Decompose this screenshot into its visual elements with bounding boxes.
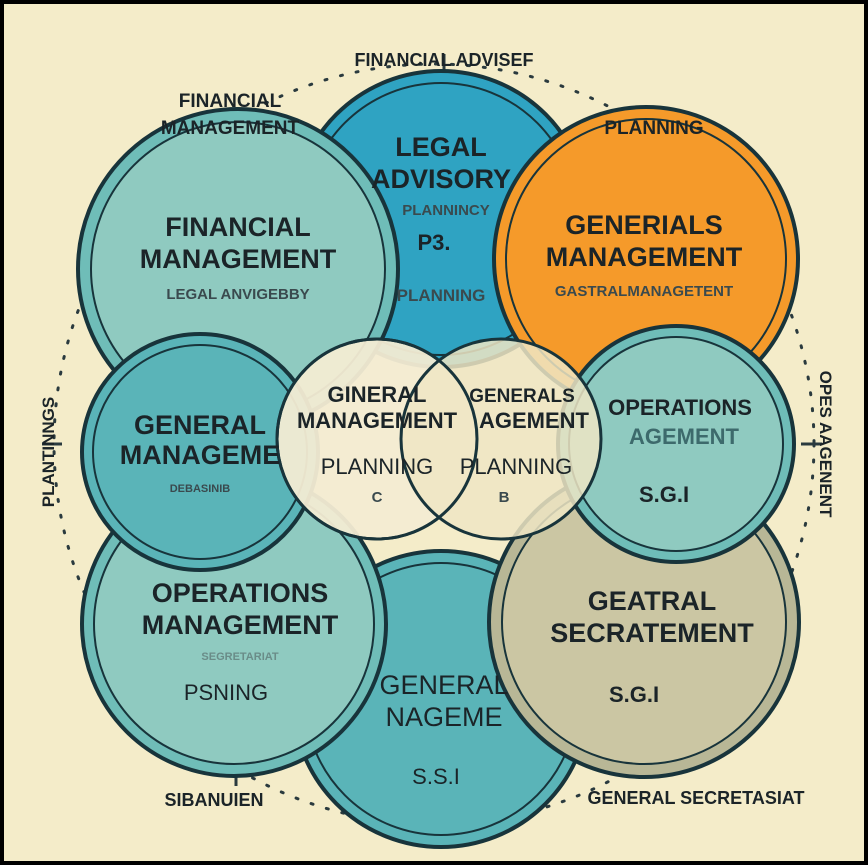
- general-left-title-1: GENERAL: [134, 410, 266, 440]
- center-right-sub-1: PLANNING: [460, 454, 572, 479]
- center-right-title-2: AGEMENT: [479, 408, 590, 433]
- outer-label-top-right: PLANNING: [604, 118, 703, 139]
- financial-title-1: FINANCIAL: [165, 212, 310, 242]
- generals-sub-1: GASTRALMANAGETENT: [555, 283, 733, 300]
- operations-left-sub-1: SEGRETARIAT: [201, 651, 278, 663]
- general-bottom-title-2: NAGEME: [385, 702, 502, 732]
- center-right-sub-2: B: [499, 489, 510, 506]
- circle-general-left: [80, 332, 320, 572]
- operations-right-title-1: OPERATIONS: [608, 395, 752, 420]
- outer-label-bottom-left: SIBANUIEN: [164, 790, 263, 810]
- operations-left-sub-2: PSNING: [184, 680, 268, 705]
- outer-label-bottom-right: GENERAL SECRETASIAT: [587, 788, 804, 808]
- legal-sub-1: PLANNINCY: [402, 202, 490, 219]
- financial-title-2: MANAGEMENT: [140, 244, 337, 274]
- secretariat-title-1: GEATRAL: [588, 586, 717, 616]
- outer-label-top: FINANCIAL ADVISEF: [354, 50, 533, 70]
- generals-title-2: MANAGEMENT: [546, 242, 743, 272]
- outer-label-left: PLANTINNGS: [39, 397, 58, 508]
- secretariat-sub-1: S.G.I: [609, 682, 659, 707]
- venn-diagram: LEGAL ADVISORY PLANNINCY P3. PLANNING FI…: [39, 50, 835, 849]
- general-left-sub-1: DEBASINIB: [170, 483, 231, 495]
- secretariat-title-2: SECRATEMENT: [550, 618, 754, 648]
- circle-operations-right: [556, 324, 796, 564]
- legal-title-2: ADVISORY: [371, 164, 511, 194]
- outer-label-top-left-1: FINANCIAL: [179, 91, 282, 112]
- operations-left-title-2: MANAGEMENT: [142, 610, 339, 640]
- outer-label-top-left-2: MANAGEMENT: [161, 118, 300, 139]
- diagram-canvas: LEGAL ADVISORY PLANNINCY P3. PLANNING FI…: [4, 4, 864, 861]
- circle-center-right: [399, 337, 603, 541]
- operations-right-sub-1: S.G.I: [639, 482, 689, 507]
- center-left-title-2: MANAGEMENT: [297, 408, 458, 433]
- general-left-title-2: MANAGEME: [120, 440, 281, 470]
- outer-label-right: OPES AAGENENT: [816, 371, 835, 518]
- general-bottom-sub-1: S.S.I: [412, 764, 460, 789]
- financial-sub-1: LEGAL ANVIGEBBY: [166, 286, 309, 303]
- generals-title-1: GENERIALS: [565, 210, 723, 240]
- general-bottom-title-1: GENERAL: [379, 670, 508, 700]
- operations-left-title-1: OPERATIONS: [152, 578, 329, 608]
- operations-right-title-2: AGEMENT: [629, 424, 740, 449]
- center-left-sub-2: C: [372, 489, 383, 506]
- center-left-title-1: GINERAL: [328, 382, 427, 407]
- center-right-title-1: GENERALS: [469, 386, 575, 407]
- legal-sub-3: PLANNING: [397, 286, 486, 305]
- legal-title-1: LEGAL: [395, 132, 487, 162]
- legal-sub-2: P3.: [417, 230, 450, 255]
- center-left-sub-1: PLANNING: [321, 454, 433, 479]
